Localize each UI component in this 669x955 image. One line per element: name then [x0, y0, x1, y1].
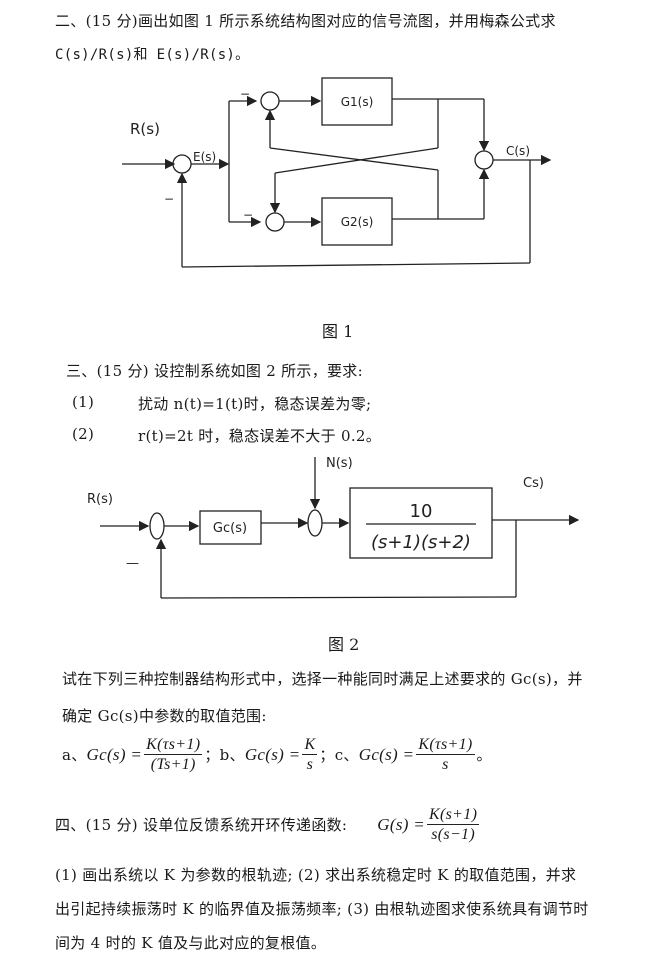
- option-c-denominator: s: [442, 756, 449, 773]
- block-g1: [321, 77, 393, 126]
- minus-sign-lower: −: [243, 208, 253, 222]
- problem4-fraction: K(s+1)s(s−1): [427, 805, 480, 844]
- fig2-input-label: R(s): [87, 492, 113, 507]
- minus-sign-main: −: [164, 192, 174, 206]
- problem3-cont-line2: 确定 Gc(s)中参数的取值范围:: [62, 707, 267, 725]
- minus-sign-upper: −: [240, 87, 250, 101]
- option-c-sep: 。: [476, 746, 492, 764]
- requirement-1-number: (1): [72, 393, 95, 411]
- summing-junction-fig2-2: [307, 509, 323, 537]
- problem4-line3: 间为 4 时的 K 值及与此对应的复根值。: [55, 934, 327, 952]
- option-c-fraction: K(τs+1)s: [416, 735, 475, 774]
- option-a-lhs: Gc(s) =: [86, 744, 143, 764]
- block-g1-label: G1(s): [341, 95, 374, 109]
- problem4-heading-row: 四、(15 分) 设单位反馈系统开环传递函数: G(s) = K(s+1)s(s…: [55, 805, 481, 844]
- plant-numerator: 10: [410, 501, 433, 522]
- fig2-output-label: Cs): [523, 476, 544, 491]
- option-b-denominator: s: [306, 756, 314, 773]
- problem3-cont-line1: 试在下列三种控制器结构形式中，选择一种能同时满足上述要求的 Gc(s)，并: [62, 670, 583, 688]
- disturbance-label: N(s): [326, 456, 353, 471]
- output-label: C(s): [506, 144, 530, 158]
- problem4-line2: 出引起持续振荡时 K 的临界值及振荡频率; (3) 由根轨迹图求使系统具有调节时: [55, 900, 589, 918]
- option-a-sep: ；: [204, 746, 220, 764]
- figure2-caption: 图 2: [328, 635, 360, 654]
- problem2-line1: 二、(15 分)画出如图 1 所示系统结构图对应的信号流图，并用梅森公式求: [55, 12, 556, 30]
- requirement-2-number: (2): [72, 425, 95, 443]
- input-label: R(s): [130, 120, 160, 138]
- option-a-numerator: K(τs+1): [144, 736, 203, 755]
- option-b-lhs: Gc(s) =: [244, 744, 301, 764]
- plant-block: [349, 487, 493, 559]
- option-c-lhs: Gc(s) =: [358, 744, 415, 764]
- option-a-label: a、: [62, 746, 87, 764]
- requirement-2-text: r(t)=2t 时，稳态误差不大于 0.2。: [138, 427, 382, 445]
- figure2-block-diagram: R(s) N(s) Cs) Gc(s) 10 (s+1)(s+2) —: [87, 456, 580, 599]
- option-b-label: b、: [219, 746, 245, 764]
- problem4-line1: (1) 画出系统以 K 为参数的根轨迹; (2) 求出系统稳定时 K 的取值范围…: [55, 866, 577, 884]
- controller-label: Gc(s): [213, 521, 247, 536]
- figure1-caption: 图 1: [322, 322, 354, 341]
- figure1-block-diagram: R(s) E(s) C(s) G1(s) G2(s) − − −: [122, 77, 552, 268]
- option-a-denominator: (Ts+1): [150, 756, 196, 773]
- problem2-line2: C(s)/R(s)和 E(s)/R(s)。: [55, 47, 250, 63]
- plant-denominator: (s+1)(s+2): [371, 532, 471, 553]
- option-c-numerator: K(τs+1): [416, 736, 475, 755]
- problem3-heading: 三、(15 分) 设控制系统如图 2 所示，要求:: [66, 362, 363, 380]
- error-label: E(s): [193, 150, 216, 164]
- option-b-numerator: K: [302, 736, 318, 755]
- problem4-lhs: G(s) =: [377, 814, 426, 834]
- option-a-fraction: K(τs+1)(Ts+1): [144, 735, 203, 774]
- block-g2-label: G2(s): [341, 215, 374, 229]
- block-g2: [321, 197, 393, 246]
- problem4-heading: 四、(15 分) 设单位反馈系统开环传递函数:: [55, 816, 348, 834]
- controller-block: [199, 510, 262, 545]
- option-c-label: c、: [334, 746, 359, 764]
- requirement-1-text: 扰动 n(t)=1(t)时，稳态误差为零;: [138, 395, 372, 413]
- fig2-minus-sign: —: [126, 556, 139, 571]
- problem4-numerator: K(s+1): [427, 806, 480, 825]
- option-b-sep: ；: [319, 746, 335, 764]
- summing-junction-fig2-1: [149, 512, 165, 540]
- problem4-denominator: s(s−1): [431, 826, 475, 843]
